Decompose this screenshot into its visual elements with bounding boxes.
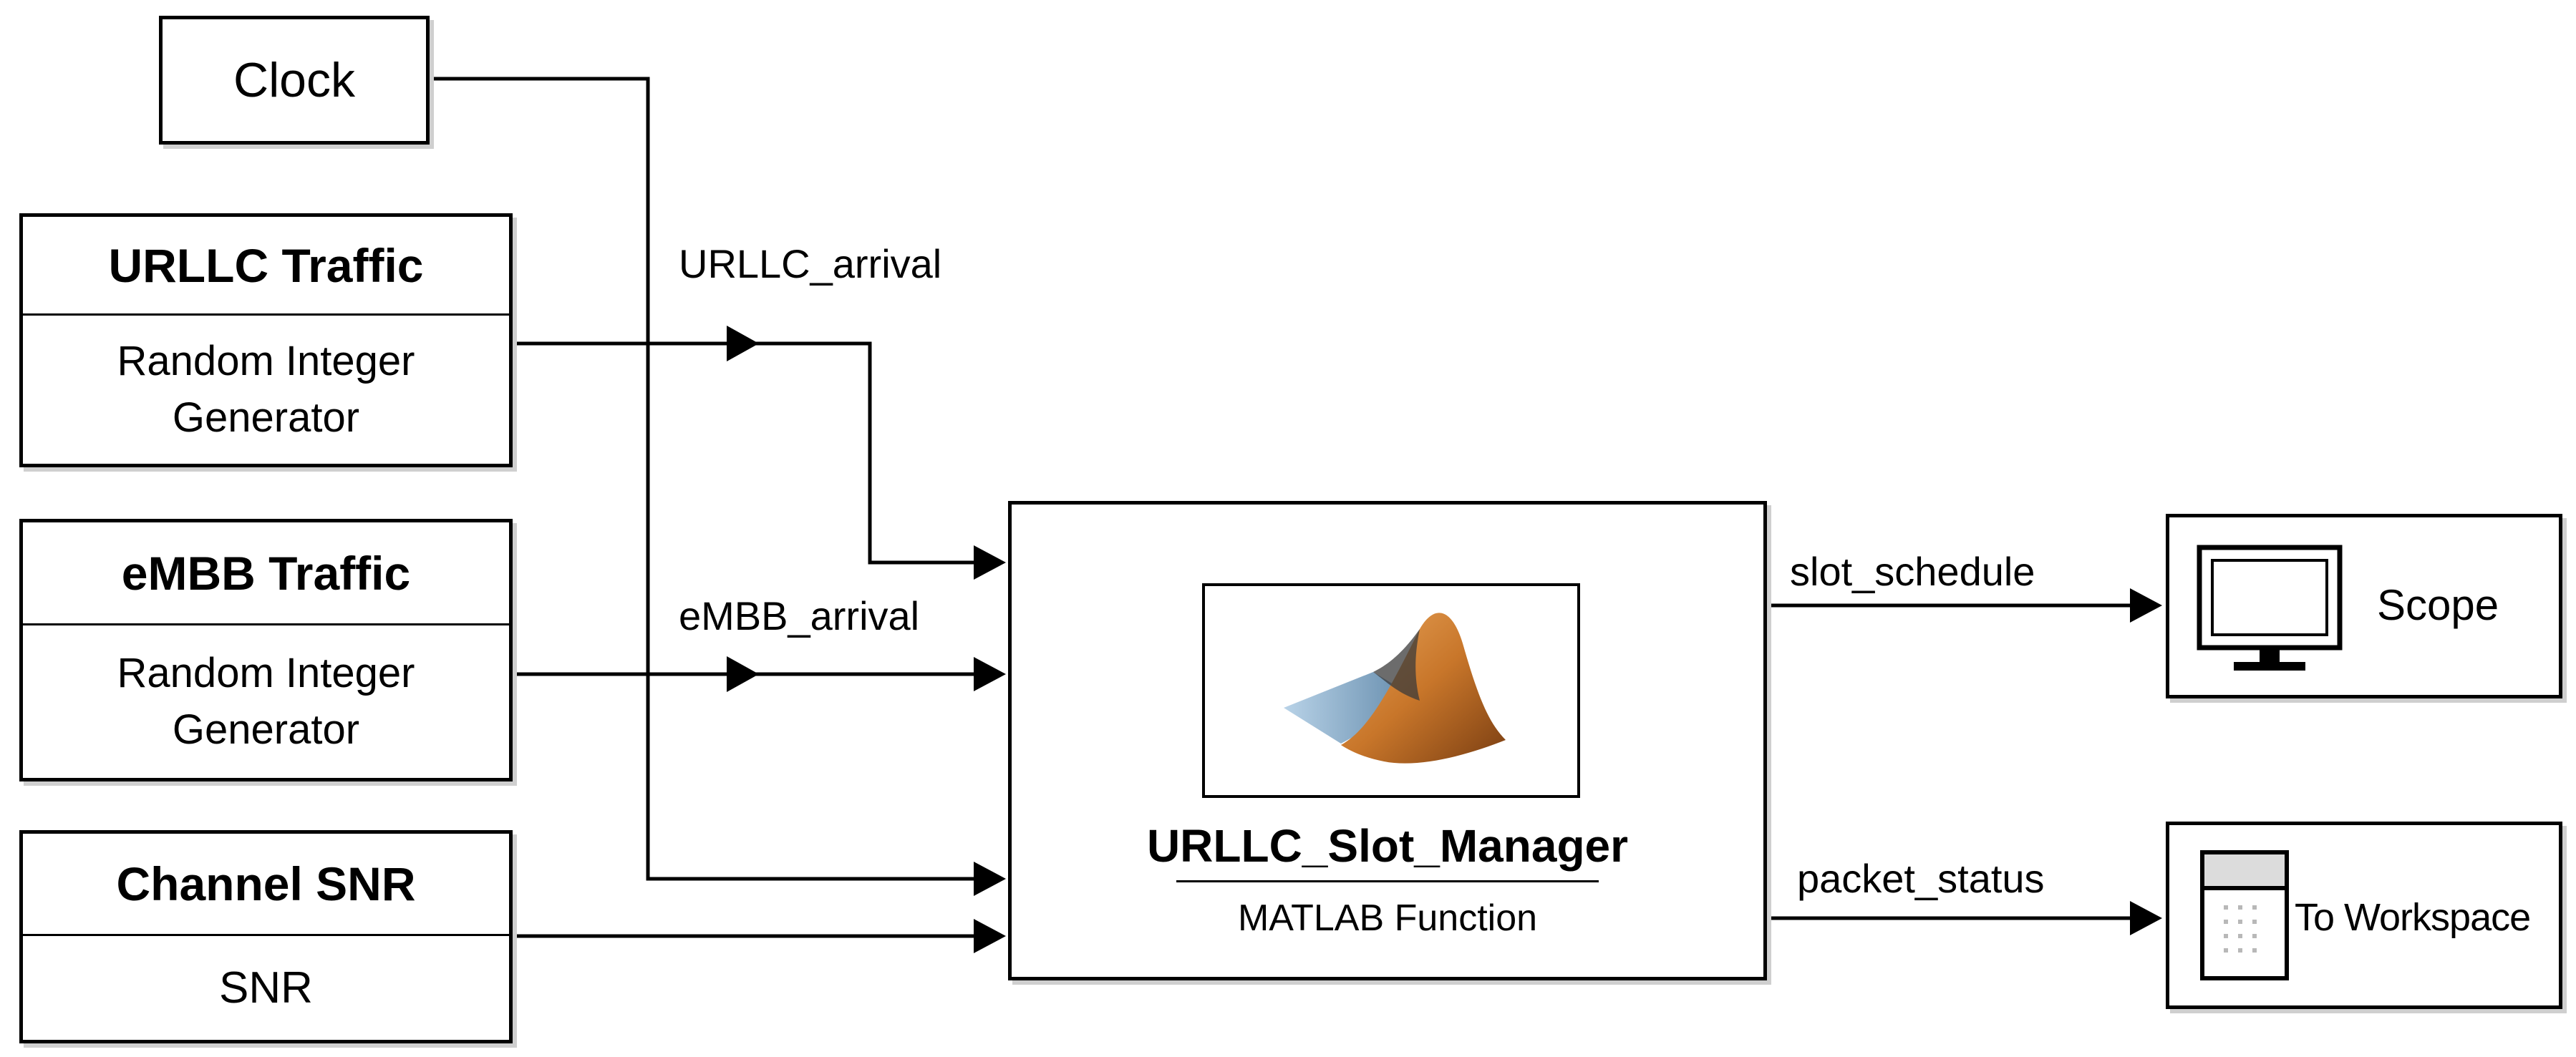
slot-schedule-label: slot_schedule <box>1790 549 2035 594</box>
clock-signal-line[interactable] <box>427 77 984 881</box>
urllc-traffic-title: URLLC Traffic <box>23 217 509 316</box>
workspace-input-arrow <box>2130 901 2162 935</box>
input1-arrow <box>974 545 1006 580</box>
input3-arrow <box>974 862 1006 896</box>
channel-snr-title: Channel SNR <box>23 834 509 936</box>
scope-input-arrow <box>2130 588 2162 623</box>
urllc-mid-arrow <box>727 326 759 361</box>
embb-traffic-title: eMBB Traffic <box>23 522 509 625</box>
channel-snr-block[interactable]: Channel SNR SNR <box>19 830 513 1043</box>
urllc-arrival-label: URLLC_arrival <box>679 241 942 286</box>
urllc-slot-manager-block[interactable]: URLLC_Slot_Manager MATLAB Function <box>1008 501 1767 980</box>
input4-arrow <box>974 919 1006 953</box>
to-workspace-label: To Workspace <box>2295 896 2531 939</box>
function-divider <box>1176 880 1599 882</box>
scope-block[interactable]: Scope <box>2166 514 2562 698</box>
packet-status-label: packet_status <box>1797 856 2045 901</box>
channel-snr-body: SNR <box>219 963 313 1013</box>
matlab-logo-frame <box>1202 583 1580 798</box>
monitor-icon <box>2197 545 2343 671</box>
clock-label: Clock <box>233 53 356 107</box>
clock-block[interactable]: Clock <box>159 16 430 145</box>
table-icon <box>2200 850 2289 980</box>
matlab-logo-icon <box>1284 613 1506 764</box>
embb-traffic-block[interactable]: eMBB Traffic Random Integer Generator <box>19 519 513 781</box>
function-name: URLLC_Slot_Manager <box>1146 820 1629 872</box>
scope-label: Scope <box>2377 581 2499 629</box>
urllc-traffic-block[interactable]: URLLC Traffic Random Integer Generator <box>19 213 513 467</box>
input2-arrow <box>974 657 1006 691</box>
function-type: MATLAB Function <box>1237 897 1538 939</box>
embb-mid-arrow <box>727 656 759 692</box>
urllc-traffic-body: Random Integer Generator <box>117 338 415 441</box>
embb-traffic-body: Random Integer Generator <box>117 650 415 753</box>
to-workspace-block[interactable]: To Workspace <box>2166 822 2562 1009</box>
urllc-signal-line[interactable] <box>510 341 984 565</box>
embb-arrival-label: eMBB_arrival <box>679 593 920 638</box>
